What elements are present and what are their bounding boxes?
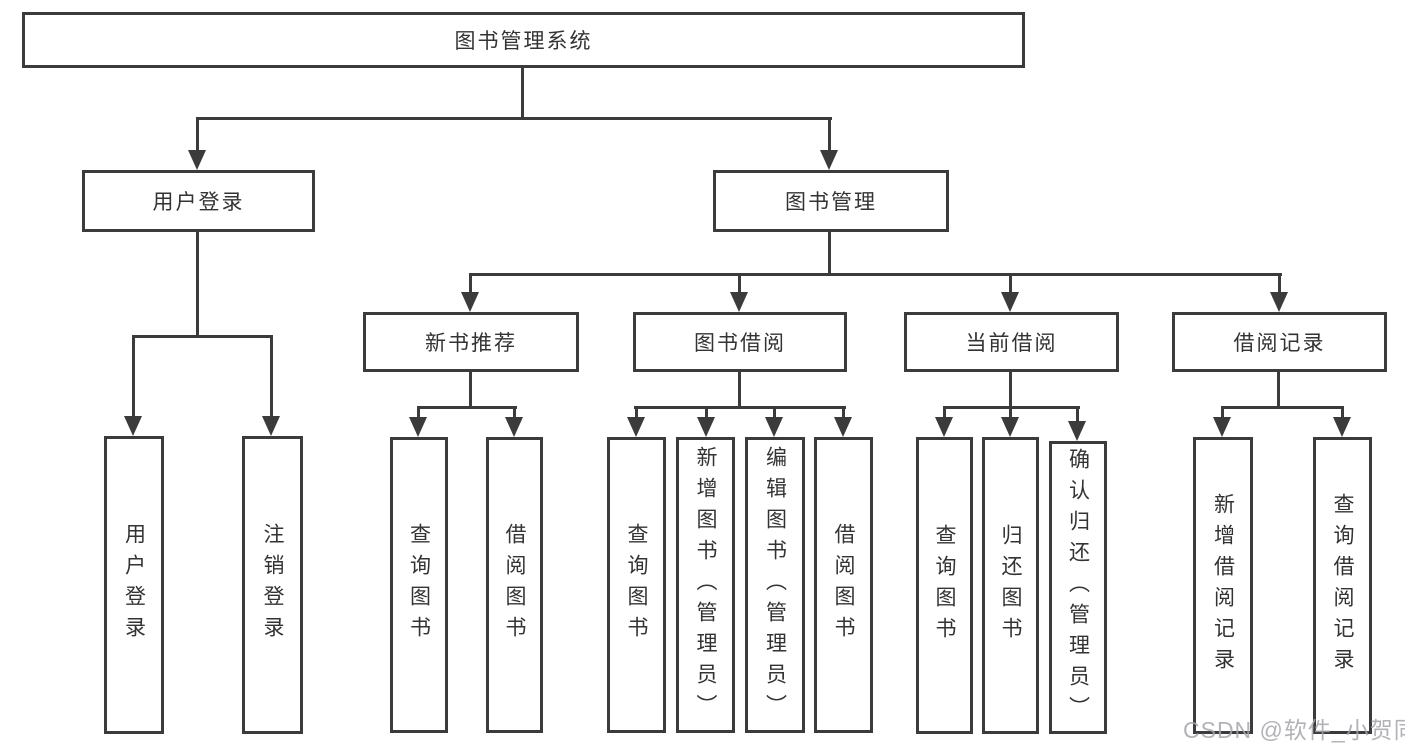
leaf-logout: 注销登录 — [242, 436, 303, 734]
connector-line — [1009, 273, 1012, 294]
connector-line — [1277, 372, 1280, 409]
connector-line — [513, 406, 516, 419]
leaf-label: 编辑图书（管理员） — [763, 445, 787, 725]
arrow-down-icon — [461, 292, 479, 312]
connector-line — [738, 273, 741, 294]
leaf-user-login: 用户登录 — [104, 436, 164, 734]
connector-line — [773, 406, 776, 419]
node-label: 图书借阅 — [694, 332, 786, 355]
connector-line — [634, 406, 846, 409]
connector-line — [1221, 406, 1344, 409]
node-book-borrowing: 图书借阅 — [633, 312, 847, 372]
arrow-down-icon — [188, 150, 206, 170]
connector-line — [469, 273, 472, 294]
node-current-borrowing: 当前借阅 — [904, 312, 1119, 372]
node-user-login-label: 用户登录 — [152, 191, 245, 214]
connector-line — [196, 117, 199, 152]
connector-line — [1076, 406, 1079, 423]
arrow-down-icon — [1001, 417, 1019, 437]
leaf-label: 查询图书 — [407, 523, 431, 647]
leaf-query-books: 查询图书 — [916, 437, 973, 734]
connector-line — [1009, 406, 1012, 419]
node-label: 当前借阅 — [965, 332, 1058, 355]
leaf-edit-books-admin: 编辑图书（管理员） — [745, 437, 805, 733]
connector-line — [842, 406, 845, 419]
connector-line — [469, 273, 1282, 276]
connector-line — [469, 372, 472, 409]
arrow-down-icon — [1213, 417, 1231, 437]
leaf-add-books-admin: 新增图书（管理员） — [676, 437, 735, 733]
connector-line — [705, 406, 708, 419]
arrow-down-icon — [627, 417, 645, 437]
connector-line — [738, 372, 741, 409]
connector-line — [270, 335, 273, 418]
leaf-label: 借阅图书 — [832, 523, 855, 647]
connector-line — [132, 335, 135, 418]
leaf-label: 查询图书 — [933, 523, 956, 648]
leaf-label: 借阅图书 — [503, 523, 526, 647]
node-new-book-recommendation: 新书推荐 — [363, 312, 579, 372]
arrow-down-icon — [697, 417, 715, 437]
node-label: 借阅记录 — [1233, 332, 1326, 355]
arrow-down-icon — [730, 292, 748, 312]
connector-line — [828, 232, 831, 276]
leaf-label: 查询借阅记录 — [1331, 492, 1354, 679]
node-root-label: 图书管理系统 — [454, 30, 593, 53]
arrow-down-icon — [262, 416, 280, 436]
node-borrowing-records: 借阅记录 — [1172, 312, 1387, 372]
arrow-down-icon — [1270, 292, 1288, 312]
connector-line — [132, 335, 273, 338]
leaf-label: 新增图书（管理员） — [694, 445, 717, 725]
connector-line — [196, 232, 199, 338]
leaf-query-books: 查询图书 — [390, 437, 448, 733]
arrow-down-icon — [834, 417, 852, 437]
connector-line — [943, 406, 946, 419]
arrow-down-icon — [765, 417, 783, 437]
leaf-label: 用户登录 — [122, 523, 146, 647]
arrow-down-icon — [124, 416, 142, 436]
csdn-watermark: CSDN @软件_小贺同学 — [1183, 717, 1405, 743]
arrow-down-icon — [1333, 417, 1351, 437]
leaf-query-borrow-record: 查询借阅记录 — [1313, 437, 1372, 734]
leaf-borrow-books: 借阅图书 — [814, 437, 873, 733]
connector-line — [1221, 406, 1224, 419]
connector-line — [1341, 406, 1344, 419]
leaf-label: 确认归还（管理员） — [1066, 448, 1090, 727]
arrow-down-icon — [935, 417, 953, 437]
connector-line — [828, 117, 831, 152]
connector-line — [417, 406, 517, 409]
arrow-down-icon — [409, 417, 427, 437]
node-user-login: 用户登录 — [82, 170, 315, 232]
leaf-label: 注销登录 — [261, 523, 284, 647]
arrow-down-icon — [820, 150, 838, 170]
node-root: 图书管理系统 — [22, 12, 1025, 68]
arrow-down-icon — [1001, 292, 1019, 312]
leaf-confirm-return-admin: 确认归还（管理员） — [1049, 441, 1107, 734]
leaf-add-borrow-record: 新增借阅记录 — [1193, 437, 1253, 734]
leaf-label: 查询图书 — [625, 523, 648, 647]
connector-line — [635, 406, 638, 419]
leaf-borrow-books: 借阅图书 — [486, 437, 543, 733]
connector-line — [521, 68, 524, 120]
arrow-down-icon — [505, 417, 523, 437]
leaf-return-books: 归还图书 — [982, 437, 1039, 734]
connector-line — [196, 117, 832, 120]
leaf-label: 新增借阅记录 — [1211, 492, 1235, 679]
leaf-query-books: 查询图书 — [607, 437, 666, 733]
leaf-label: 归还图书 — [999, 523, 1022, 648]
connector-line — [417, 406, 420, 419]
connector-line — [1278, 273, 1281, 294]
node-label: 新书推荐 — [425, 332, 517, 355]
connector-line — [1009, 372, 1012, 409]
arrow-down-icon — [1068, 421, 1086, 441]
node-book-management-label: 图书管理 — [785, 191, 877, 214]
node-book-management: 图书管理 — [713, 170, 949, 232]
